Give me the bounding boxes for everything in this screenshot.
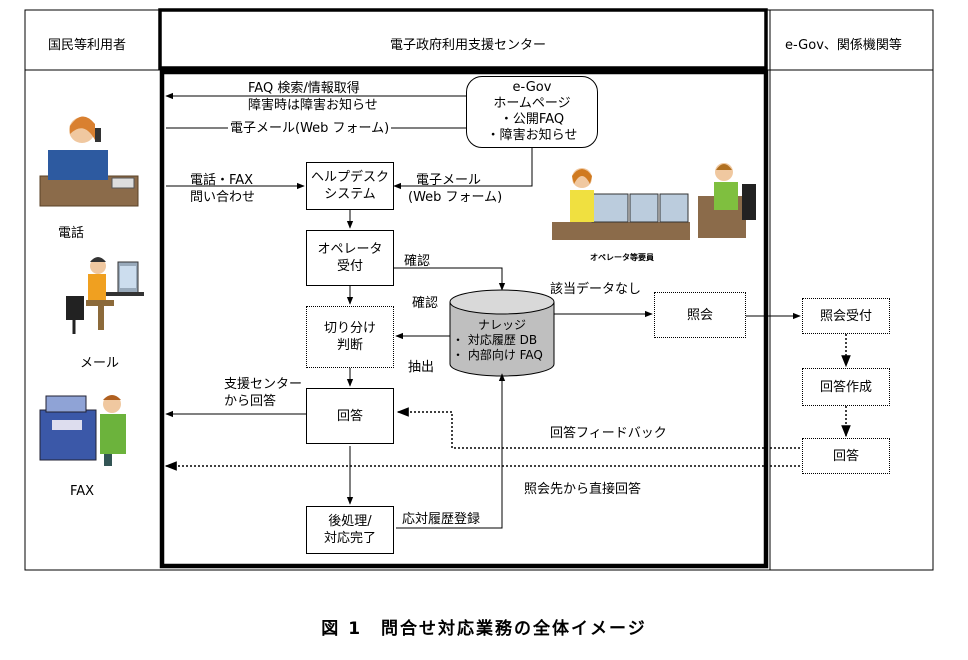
column-header-center: 電子政府利用支援センター bbox=[390, 38, 547, 53]
mail-user-figure bbox=[66, 257, 144, 334]
egov-line-1: e-Gov bbox=[512, 80, 552, 95]
label-support-answer-line-2: から回答 bbox=[224, 394, 277, 409]
user-label-phone: 電話 bbox=[58, 226, 85, 241]
node-post-line-2: 対応完了 bbox=[323, 531, 376, 546]
arrow-email-to-helpdesk bbox=[393, 148, 533, 190]
node-inquiry: 照会 bbox=[654, 292, 746, 338]
arrow-feedback bbox=[396, 407, 800, 449]
operators-caption: オペレータ等要員 bbox=[590, 253, 654, 262]
column-header-external: e-Gov、関係機関等 bbox=[785, 38, 902, 53]
label-support-answer: 支援センター から回答 bbox=[224, 376, 302, 410]
arrow-operator-confirm bbox=[394, 267, 506, 291]
node-post-processing: 後処理/ 対応完了 bbox=[306, 506, 394, 554]
node-triage-judgement: 切り分け 判断 bbox=[306, 306, 394, 368]
label-faq-search: FAQ 検索/情報取得 障害時は障害お知らせ bbox=[248, 80, 378, 114]
node-helpdesk-line-1: ヘルプデスク bbox=[310, 170, 389, 185]
fax-user-figure bbox=[39, 395, 126, 466]
egov-line-4: ・障害お知らせ bbox=[486, 128, 578, 143]
node-helpdesk-line-2: システム bbox=[324, 187, 376, 202]
node-operator-reception: オペレータ 受付 bbox=[306, 230, 394, 286]
label-phone-fax: 電話・FAX 問い合わせ bbox=[190, 172, 255, 206]
figure-title: 図 1 問合せ対応業務の全体イメージ bbox=[321, 619, 647, 639]
label-support-answer-line-1: 支援センター bbox=[224, 377, 303, 392]
column-header-users: 国民等利用者 bbox=[48, 38, 127, 53]
user-label-mail: メール bbox=[80, 356, 120, 371]
egov-line-2: ホームページ bbox=[493, 96, 571, 111]
label-faq-search-line-2: 障害時は障害お知らせ bbox=[248, 98, 378, 113]
node-external-answer: 回答 bbox=[802, 438, 890, 474]
label-feedback: 回答フィードバック bbox=[550, 426, 667, 441]
operators-figure bbox=[552, 163, 756, 240]
center-body-frame bbox=[159, 69, 769, 569]
label-email-to-helpdesk-line-2: (Web フォーム) bbox=[408, 190, 503, 205]
label-email-to-helpdesk-line-1: 電子メール bbox=[416, 173, 482, 188]
label-faq-search-line-1: FAQ 検索/情報取得 bbox=[248, 81, 360, 96]
node-answer: 回答 bbox=[306, 388, 394, 444]
node-inquiry-receive: 照会受付 bbox=[802, 298, 890, 334]
arrow-register bbox=[396, 373, 506, 529]
label-phone-fax-line-1: 電話・FAX bbox=[190, 173, 254, 188]
label-confirm-triage: 確認 bbox=[412, 296, 439, 311]
node-triage-line-1: 切り分け bbox=[323, 321, 376, 336]
node-helpdesk-system: ヘルプデスク システム bbox=[306, 162, 394, 210]
knowledge-db-label: ナレッジ ・ 対応履歴 DB ・ 内部向け FAQ bbox=[452, 318, 552, 363]
label-email-to-helpdesk: 電子メール (Web フォーム) bbox=[408, 172, 502, 206]
label-confirm-operator: 確認 bbox=[404, 254, 431, 269]
label-register: 応対履歴登録 bbox=[402, 512, 481, 527]
node-triage-line-2: 判断 bbox=[336, 338, 363, 353]
user-label-fax: FAX bbox=[70, 484, 95, 499]
center-header-frame bbox=[158, 8, 768, 70]
node-post-line-1: 後処理/ bbox=[328, 514, 372, 529]
node-operator-line-1: オペレータ bbox=[317, 242, 383, 257]
label-extract: 抽出 bbox=[408, 360, 435, 375]
knowledge-title: ナレッジ bbox=[477, 318, 526, 332]
egov-homepage-box: e-Gov ホームページ ・公開FAQ ・障害お知らせ bbox=[466, 76, 598, 148]
phone-user-figure bbox=[39, 116, 139, 207]
label-direct-answer: 照会先から直接回答 bbox=[524, 482, 642, 497]
label-no-data: 該当データなし bbox=[550, 282, 642, 297]
label-email-web: 電子メール(Web フォーム) bbox=[228, 121, 392, 137]
label-phone-fax-line-2: 問い合わせ bbox=[190, 190, 256, 205]
knowledge-item-faq: ・ 内部向け FAQ bbox=[452, 348, 543, 362]
knowledge-item-history: ・ 対応履歴 DB bbox=[452, 333, 538, 347]
egov-line-3: ・公開FAQ bbox=[499, 112, 565, 127]
node-operator-line-2: 受付 bbox=[336, 259, 363, 274]
node-answer-create: 回答作成 bbox=[802, 368, 890, 406]
